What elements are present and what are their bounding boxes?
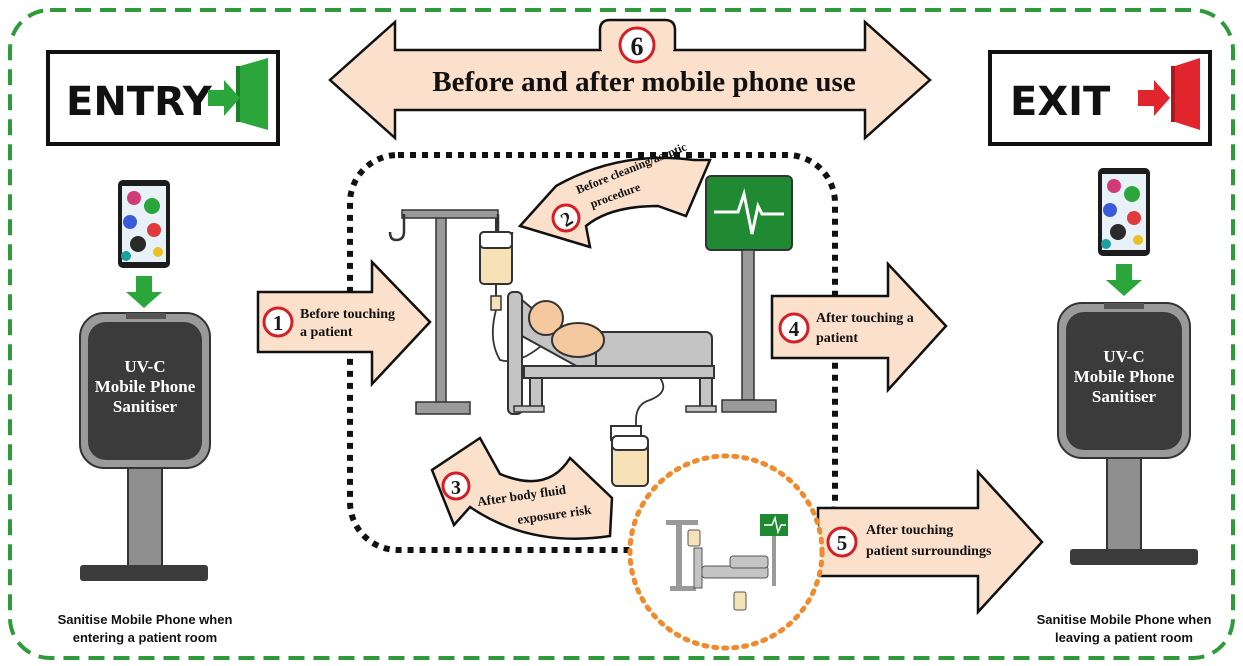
iv-bag-icon [479,218,549,362]
moment-6-arrow: 6 Before and after mobile phone use [328,18,932,141]
exit-sign: EXIT [988,50,1212,146]
moment-1-line2: a patient [300,325,353,340]
moment-5-line1: After touching [866,523,953,538]
sanitiser-left-line2: Mobile Phone [95,377,196,396]
moment-4-number: 4 [789,317,800,341]
sanitiser-left-line1: UV-C [124,357,165,376]
moment-6-badge [618,26,656,64]
moment-4-line2: patient [816,331,858,346]
entry-sign: ENTRY [46,50,280,146]
sanitiser-right-line3: Sanitiser [1092,387,1157,406]
entry-label: ENTRY [66,79,213,125]
mobile-phone-icon-right [1098,168,1150,256]
down-arrow-icon-left [126,276,162,308]
moment-6-number: 6 [631,32,644,61]
drainage-bag-icon [610,425,649,487]
sanitiser-right-line1: UV-C [1103,347,1144,366]
sanitiser-right-line2: Mobile Phone [1074,367,1175,386]
moment-4-arrow: 4 After touching a patient [770,260,948,394]
caption-right-line1: Sanitise Mobile Phone when [1037,612,1212,627]
exit-label: EXIT [1010,79,1111,125]
caption-left-line2: entering a patient room [73,630,217,645]
moment-5-badge [826,526,858,558]
mobile-phone-icon-left [118,180,170,268]
moment-1-line1: Before touching [300,307,395,322]
moment-5-line2: patient surroundings [866,544,992,559]
moment-3-arrow: 3 After body fluid exposure risk [430,436,614,540]
moment-1-badge [262,306,294,338]
moment-3-badge [441,471,471,501]
sanitiser-left-line3: Sanitiser [113,397,178,416]
moment-1-arrow: 1 Before touching a patient [256,258,432,388]
moment-4-line1: After touching a [816,311,914,326]
moment-4-badge [778,312,810,344]
patient-head [528,300,564,336]
heart-monitor-icon [705,175,793,413]
uvc-sanitiser-left: UV-C Mobile Phone Sanitiser [79,312,211,581]
moment-1-number: 1 [273,311,284,335]
caption-left-line1: Sanitise Mobile Phone when [58,612,233,627]
moment-6-label: Before and after mobile phone use [432,66,856,98]
moment-5-number: 5 [837,531,848,555]
patient-body [551,322,605,358]
patient-bed-icon [507,291,717,432]
exit-door-icon [1138,58,1200,130]
entry-door-icon [208,58,268,130]
patient-surroundings-zone [627,453,825,651]
mini-patient-room-icon [666,514,788,611]
caption-right-line2: leaving a patient room [1055,630,1193,645]
room-frame [8,8,1235,660]
moment-5-arrow: 5 After touching patient surroundings [816,468,1044,616]
moment-3-number: 3 [451,477,461,499]
moment-2-badge [551,203,581,233]
uvc-sanitiser-right: UV-C Mobile Phone Sanitiser [1057,302,1198,565]
down-arrow-icon-right [1106,264,1142,296]
